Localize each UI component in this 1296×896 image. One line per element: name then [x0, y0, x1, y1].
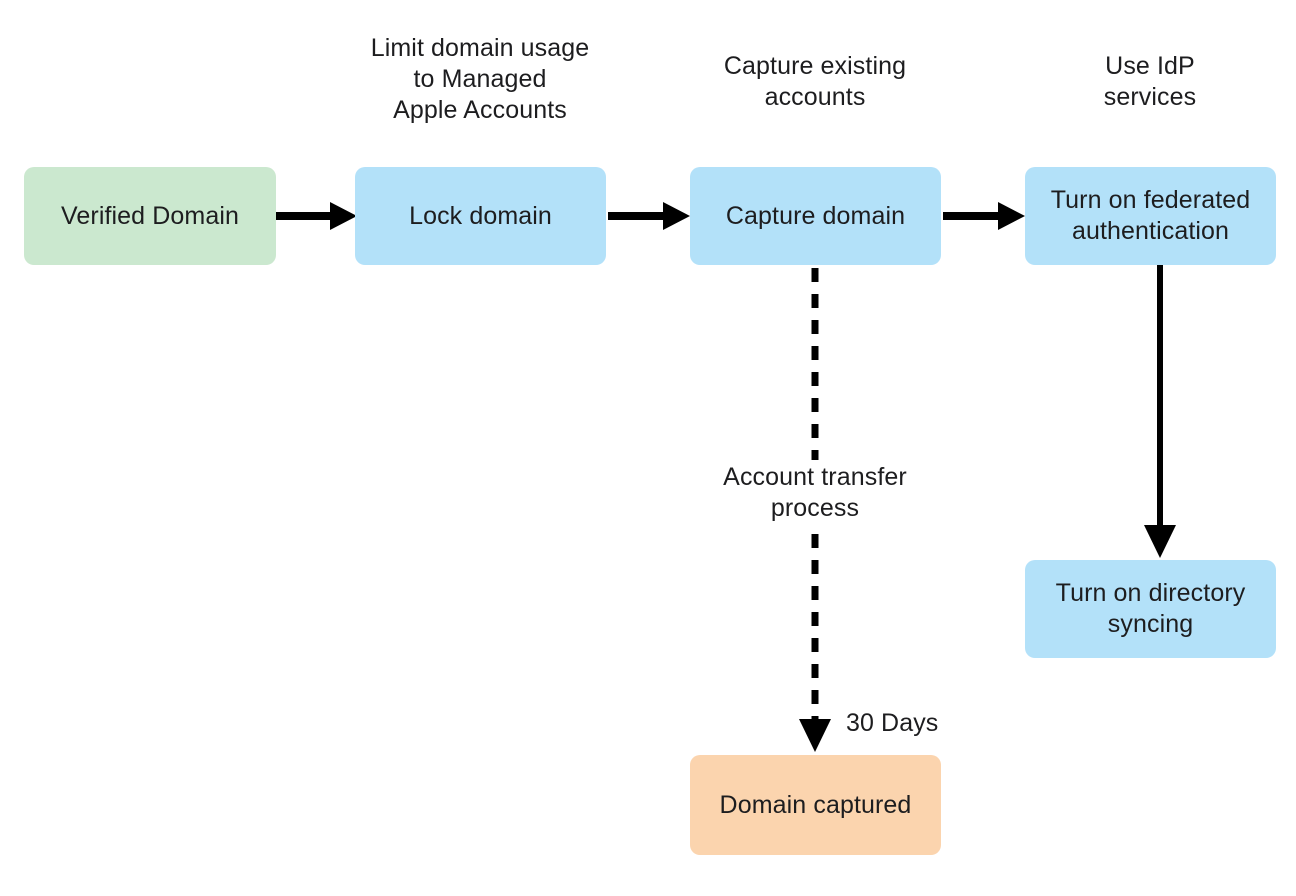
edge-lock-domain-to-capture-domain: [608, 202, 690, 230]
edge-federated-auth-to-directory-syncing: [1144, 265, 1176, 558]
caption-lock-domain: Limit domain usage to Managed Apple Acco…: [370, 34, 590, 124]
caption-capture-domain: Capture existing accounts: [723, 52, 907, 111]
edge-label-30-days: 30 Days: [846, 709, 939, 737]
node-verified-domain[interactable]: Verified Domain: [24, 167, 276, 265]
node-turn-on-directory-syncing[interactable]: Turn on directory syncing: [1025, 560, 1276, 658]
caption-federated-auth: Use IdP services: [1103, 52, 1197, 111]
edge-verified-domain-to-lock-domain: [276, 202, 357, 230]
node-domain-captured[interactable]: Domain captured: [690, 755, 941, 855]
edge-capture-domain-to-federated-auth: [943, 202, 1025, 230]
node-lock-domain[interactable]: Lock domain: [355, 167, 606, 265]
caption-account-transfer-process: Account transfer process: [723, 463, 907, 522]
node-capture-domain[interactable]: Capture domain: [690, 167, 941, 265]
node-turn-on-federated-authentication[interactable]: Turn on federated authentication: [1025, 167, 1276, 265]
